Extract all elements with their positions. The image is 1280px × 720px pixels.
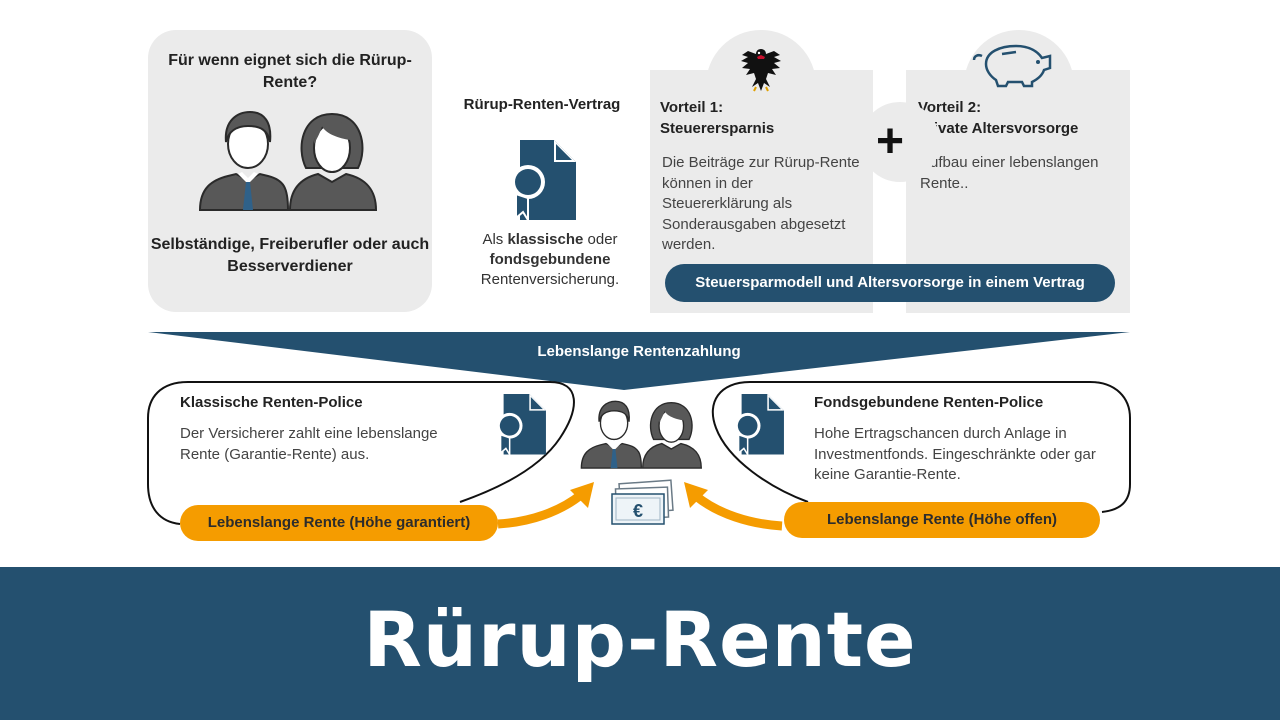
eagle-icon: [740, 45, 782, 98]
advantage1-title: Vorteil 1: Steuerersparnis: [660, 99, 775, 137]
document-seal-icon: [494, 394, 548, 461]
money-icon: [608, 478, 678, 533]
document-seal-icon: [732, 394, 786, 461]
advantage2-text: Aufbau einer lebenslangen Rente..: [920, 154, 1099, 192]
open-pension-pill: Lebenslange Rente (Höhe offen): [784, 502, 1100, 538]
target-group-question: Für wenn eignet sich die Rürup-Rente?: [168, 52, 412, 91]
plus-icon: +: [875, 115, 905, 168]
target-group-card: Für wenn eignet sich die Rürup-Rente? Se…: [148, 30, 432, 312]
plus-circle: [860, 102, 940, 182]
people-icon: [198, 108, 380, 217]
classic-policy-text: Der Versicherer zahlt eine lebenslange R…: [180, 425, 438, 463]
funnel-label: Lebenslange Rentenzahlung: [537, 343, 741, 360]
advantage2-title: Vorteil 2: Private Altersvorsorge: [918, 99, 1079, 137]
classic-policy-title: Klassische Renten-Police: [180, 394, 363, 411]
contract-description: Als klassische oder fondsgebundene Rente…: [480, 231, 620, 288]
guaranteed-pension-pill: Lebenslange Rente (Höhe garantiert): [180, 505, 498, 541]
euro-symbol: €: [632, 501, 643, 521]
advantage1-text: Die Beiträge zur Rürup-Rente können in d…: [662, 154, 860, 253]
target-group-answer: Selbständige, Freiberufler oder auch Bes…: [150, 236, 430, 275]
piggy-bank-icon: [972, 42, 1054, 93]
footer-title: Rürup-Rente: [363, 595, 917, 684]
contract-title: Rürup-Renten-Vertrag: [463, 96, 621, 113]
arrow-icon: [490, 478, 790, 543]
people-icon: [580, 398, 704, 475]
combo-label-pill: Steuersparmodell und Altersvorsorge in e…: [665, 264, 1115, 302]
funnel-banner: [148, 332, 1130, 395]
fund-policy-text: Hohe Ertragschancen durch Anlage in Inve…: [814, 425, 1096, 483]
footer-banner: [0, 567, 1280, 720]
document-seal-icon: [508, 140, 578, 227]
policy-outline: [140, 378, 1140, 543]
fund-policy-title: Fondsgebundene Renten-Police: [814, 394, 1044, 411]
